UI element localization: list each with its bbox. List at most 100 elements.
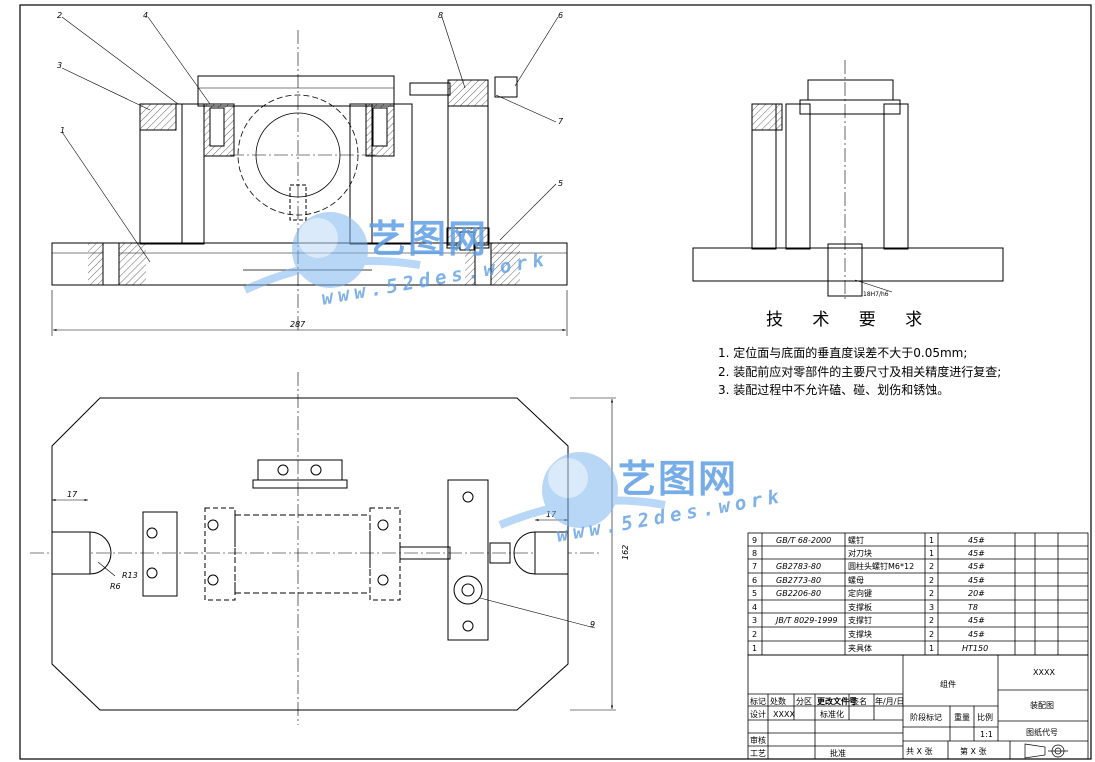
bom-no: 6: [752, 576, 757, 585]
table-row: 8 对刀块 1 45#: [752, 548, 985, 558]
bom-material: 45#: [968, 549, 985, 558]
dim-left-slot: 17: [67, 490, 78, 499]
bom-qty: 3: [929, 603, 934, 612]
bom-code: GB2206-80: [776, 589, 821, 598]
bom-qty: 2: [929, 616, 934, 625]
table-row: 5 GB2206-80 定向键 2 20#: [752, 588, 985, 598]
bom-no: 1: [752, 644, 757, 653]
bom-no: 5: [752, 589, 757, 598]
projection-symbol-icon: [1024, 743, 1068, 759]
bom-no: 7: [752, 562, 757, 571]
bom-code: JB/T 8029-1999: [774, 616, 838, 625]
label-weight: 重量: [954, 712, 970, 722]
tech-requirement-item: 1. 定位面与底面的垂直度误差不大于0.05mm;: [718, 346, 968, 360]
sheet-no: 第 X 张: [960, 746, 987, 756]
bom-name: 支撑板: [848, 602, 872, 612]
label-mark: 标记: [750, 696, 766, 706]
label-process: 工艺: [750, 749, 766, 758]
balloon-6: 6: [558, 11, 563, 20]
table-row: 9 GB/T 68-2000 螺钉 1 45#: [752, 535, 985, 545]
dim-overall-height: 162: [621, 545, 630, 560]
bom-qty: 2: [929, 589, 934, 598]
bom-material: HT150: [962, 644, 988, 653]
bom-rows: 9 GB/T 68-2000 螺钉 1 45# 8 对刀块 1 45# 7 GB…: [752, 535, 988, 653]
bom-qty: 2: [929, 576, 934, 585]
technical-requirements: 技 术 要 求 1. 定位面与底面的垂直度误差不大于0.05mm; 2. 装配前…: [718, 305, 1078, 400]
balloon-2: 2: [57, 11, 62, 20]
watermark-globe-icon: [243, 212, 421, 294]
bom-name: 对刀块: [848, 548, 872, 558]
label-date: 年/月/日: [875, 696, 904, 706]
label-standardize: 标准化: [820, 709, 844, 719]
bom-material: 45#: [968, 536, 985, 545]
dim-overall-width: 287: [290, 320, 306, 329]
bom-no: 9: [752, 536, 757, 545]
label-signature: 签名: [851, 696, 867, 706]
bom-name: 螺钉: [848, 535, 864, 545]
bom-name: 支撑钉: [848, 615, 872, 625]
label-count: 处数: [770, 696, 786, 706]
bom-name: 夹具体: [848, 643, 872, 653]
table-row: 2 支撑块 2 45#: [752, 629, 985, 639]
balloon-3: 3: [57, 61, 62, 70]
top-view: [30, 372, 616, 725]
label-approve: 批准: [830, 748, 846, 758]
table-row: 1 夹具体 1 HT150: [752, 643, 988, 653]
table-row: 4 支撑板 3 T8: [752, 602, 978, 612]
balloon-7: 7: [558, 117, 564, 126]
front-view-labels: 2 4 3 1 8 6 7 5 287: [57, 11, 564, 329]
bom-material: 20#: [968, 589, 985, 598]
balloon-5: 5: [558, 179, 563, 188]
scale-value: 1:1: [980, 730, 993, 739]
label-drawing-code: 图纸代号: [1026, 727, 1058, 737]
tech-requirements-title: 技 术 要 求: [766, 310, 935, 330]
bom-material: 45#: [968, 562, 985, 571]
dim-radius-large: R13: [122, 571, 138, 580]
bom-name: 圆柱头螺钉M6*12: [848, 561, 914, 571]
tech-requirement-item: 2. 装配前应对零部件的主要尺寸及相关精度进行复查;: [718, 364, 1002, 379]
table-row: 7 GB2783-80 圆柱头螺钉M6*12 2 45#: [752, 561, 985, 571]
label-scale: 比例: [977, 712, 993, 722]
dim-radius-small: R6: [110, 582, 121, 591]
tech-requirement-item: 3. 装配过程中不允许磕、碰、划伤和锈蚀。: [718, 383, 950, 397]
bom-name: 螺母: [848, 575, 864, 585]
table-row: 3 JB/T 8029-1999 支撑钉 2 45#: [752, 615, 985, 625]
bom-no: 8: [752, 549, 757, 558]
bom-name: 定向键: [848, 588, 872, 598]
front-view: [51, 16, 568, 336]
bom-material: T8: [968, 603, 978, 612]
label-design: 设计: [750, 709, 766, 719]
bom-table: [747, 532, 1089, 656]
designer: XXXX: [773, 710, 795, 719]
label-zone: 分区: [796, 697, 812, 706]
balloon-8: 8: [438, 11, 443, 20]
sheets-total: 共 X 张: [906, 747, 933, 756]
bom-material: 45#: [968, 576, 985, 585]
title-block: [747, 654, 1089, 760]
bom-qty: 2: [929, 630, 934, 639]
bom-code: GB2773-80: [776, 576, 821, 585]
balloon-4: 4: [143, 11, 148, 20]
bom-no: 3: [752, 616, 757, 625]
bom-code: GB/T 68-2000: [776, 536, 831, 545]
title-block-text: XXXX 组件 装配图 标记 处数 分区 更改文件号 签名 年/月/日 设计 X…: [750, 668, 1058, 758]
bom-qty: 2: [929, 562, 934, 571]
table-row: 6 GB2773-80 螺母 2 45#: [752, 575, 985, 585]
bom-qty: 1: [929, 549, 934, 558]
bom-no: 2: [752, 630, 757, 639]
bom-code: GB2783-80: [776, 562, 821, 571]
bom-name: 支撑块: [848, 629, 872, 639]
drawing-frame: [19, 4, 1092, 760]
bom-material: 45#: [968, 616, 985, 625]
label-stage-mark: 阶段标记: [910, 712, 942, 722]
balloon-9: 9: [590, 620, 595, 629]
drawing-name: XXXX: [1033, 668, 1055, 677]
balloon-1: 1: [60, 126, 65, 135]
side-view: [692, 60, 1004, 300]
drawing-type: 装配图: [1030, 700, 1054, 710]
assembly-label: 组件: [940, 679, 956, 689]
dim-fit-keyway: 18H7/h6: [863, 291, 889, 298]
bom-material: 45#: [968, 630, 985, 639]
bom-qty: 1: [929, 644, 934, 653]
